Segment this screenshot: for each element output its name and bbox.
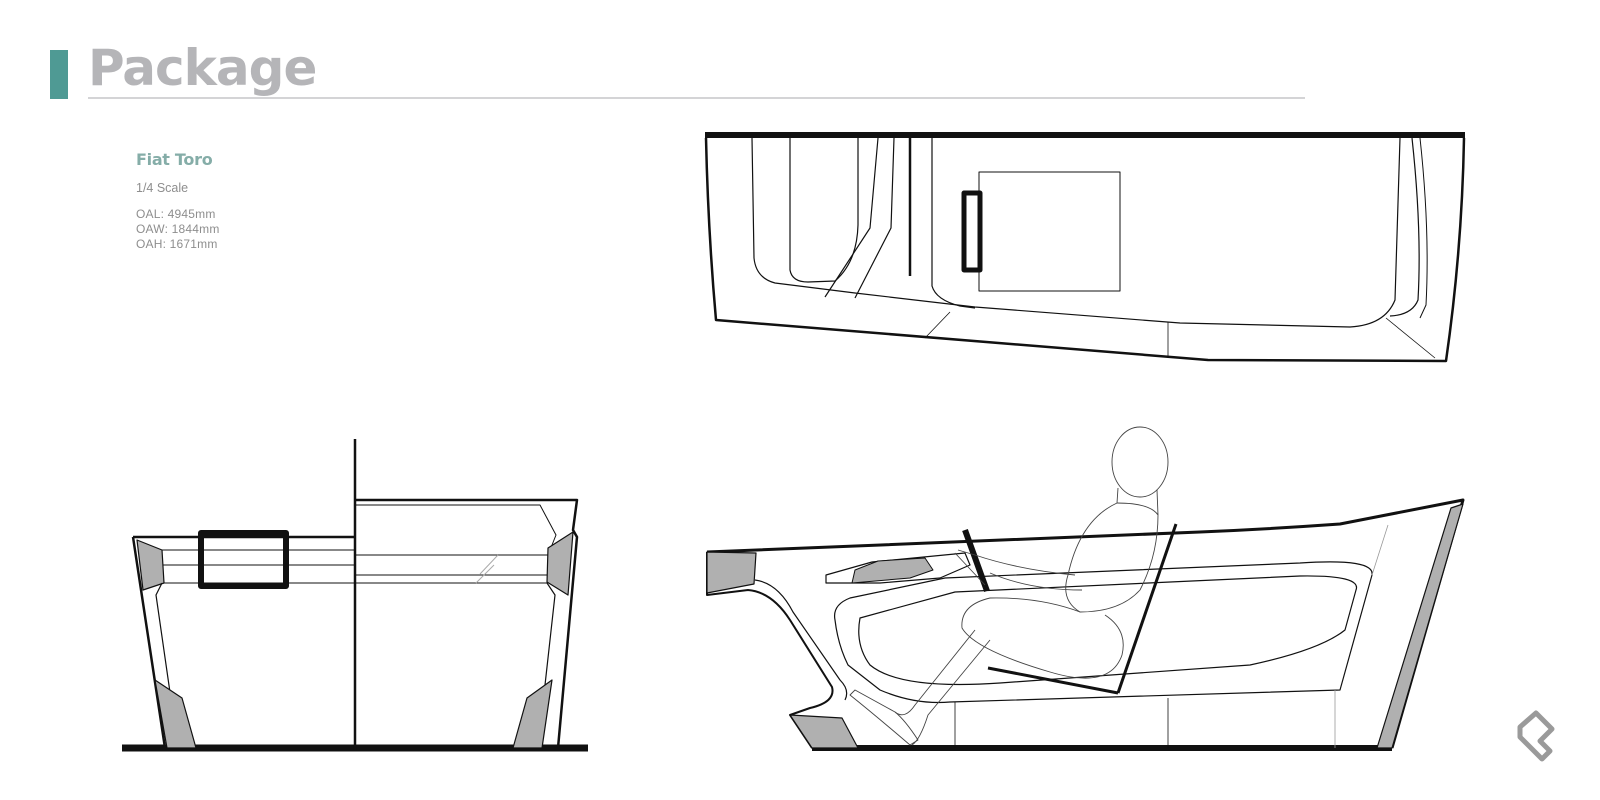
brand-logo-icon [1517,710,1555,762]
dimension-oal: OAL: 4945mm [136,207,216,221]
title-divider [88,97,1305,99]
page-title: Package [88,39,317,97]
front-view [122,439,588,752]
dimension-oaw: OAW: 1844mm [136,222,220,236]
driver-figure [849,426,1169,746]
model-name: Fiat Toro [136,150,213,169]
spec-panel: Fiat Toro 1/4 Scale OAL: 4945mm OAW: 184… [136,150,220,252]
dimension-oah: OAH: 1671mm [136,237,218,251]
title-accent-bar [50,50,68,99]
side-view [706,426,1465,751]
scale-label: 1/4 Scale [136,181,189,195]
top-view [704,132,1466,363]
